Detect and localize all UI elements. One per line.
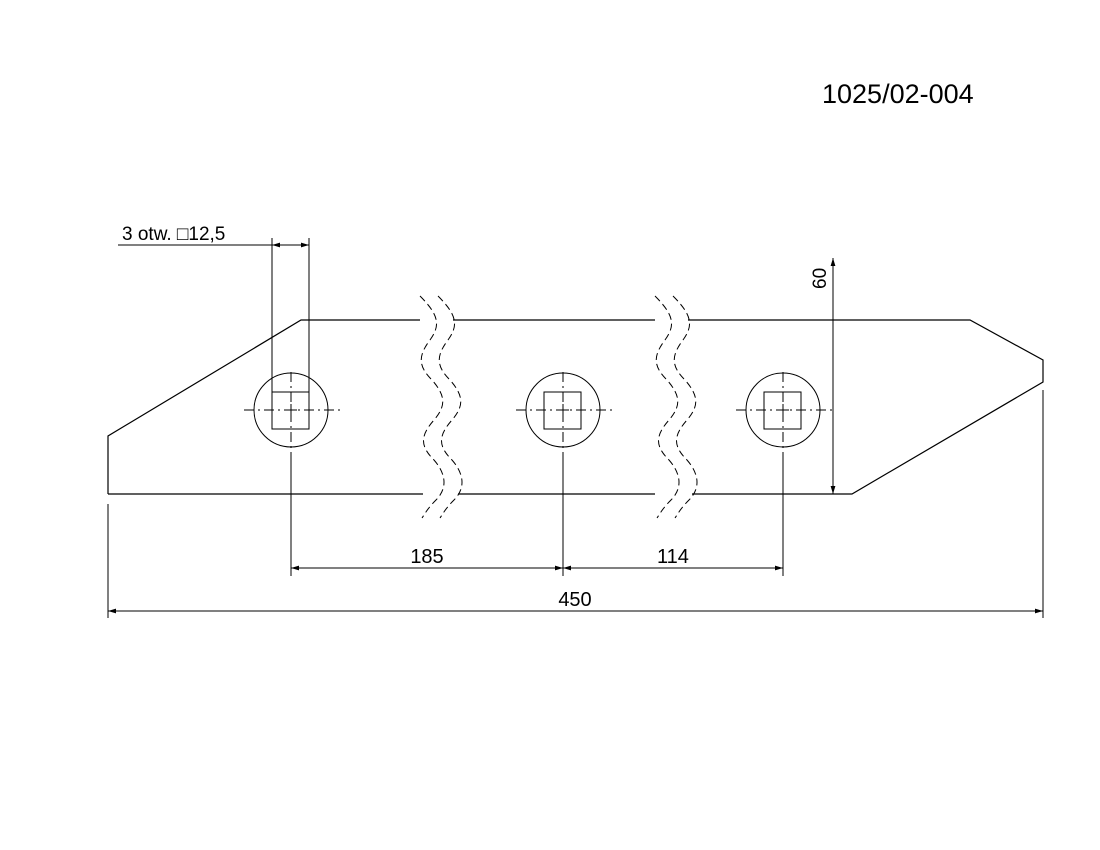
dimension-overall-length: 450 xyxy=(107,390,1044,618)
part-outline xyxy=(107,319,1044,495)
break-symbol-left xyxy=(419,295,463,519)
dimension-spacing-1-label: 185 xyxy=(410,546,443,568)
dimension-spacing-2-label: 114 xyxy=(657,546,689,568)
dimension-height-label: 60 xyxy=(810,268,831,289)
hole-right xyxy=(736,372,832,452)
hole-note: 3 otw. □12,5 xyxy=(122,224,225,245)
hole-middle xyxy=(516,372,612,452)
dimension-hole-spacing: 185 114 xyxy=(290,452,784,576)
dimension-overall-length-label: 450 xyxy=(558,589,591,611)
hole-left xyxy=(244,372,340,452)
dimension-height: 60 xyxy=(810,258,836,494)
part-number: 1025/02-004 xyxy=(822,79,974,109)
break-symbol-right xyxy=(654,295,698,519)
hole-size-callout: 3 otw. □12,5 xyxy=(118,224,310,392)
